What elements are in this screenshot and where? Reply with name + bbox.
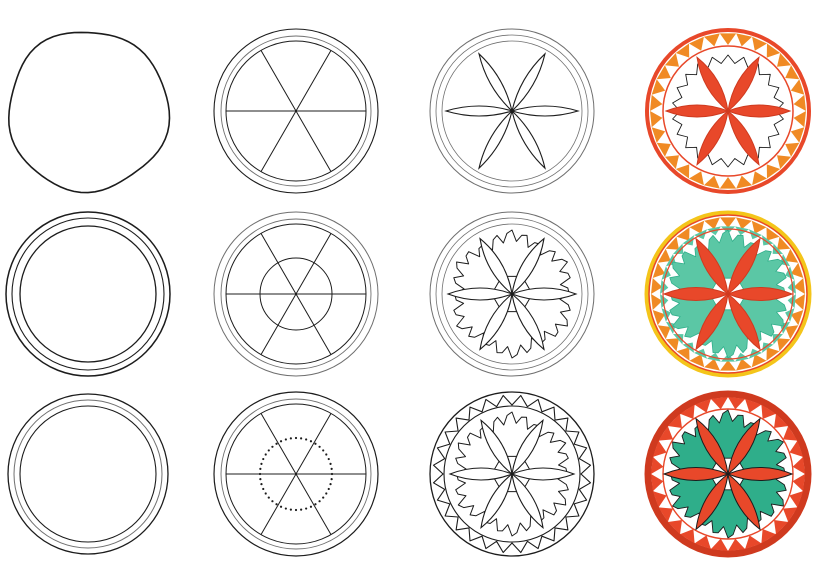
rosette-step-colored-rosette-dark-border bbox=[648, 394, 808, 554]
dot bbox=[328, 488, 330, 490]
dot bbox=[329, 463, 331, 465]
dot bbox=[295, 437, 297, 439]
dot bbox=[275, 503, 277, 505]
petal bbox=[512, 106, 578, 116]
dot bbox=[262, 488, 264, 490]
six-spokes bbox=[226, 413, 366, 534]
rosette-step-outline-circle bbox=[9, 32, 170, 192]
petal bbox=[512, 468, 574, 480]
rosette-step-spokes-dotted-inner-circle bbox=[214, 392, 378, 556]
dot bbox=[285, 438, 287, 440]
inner-ring bbox=[20, 226, 156, 362]
dot bbox=[280, 440, 282, 442]
rosette-step-colored-rosette-green-ground bbox=[647, 213, 809, 375]
dot bbox=[265, 453, 267, 455]
dot bbox=[268, 449, 270, 451]
second-ring bbox=[12, 218, 164, 370]
dot bbox=[314, 503, 316, 505]
dot bbox=[280, 506, 282, 508]
petal bbox=[448, 288, 512, 300]
dot bbox=[318, 500, 320, 502]
dot bbox=[285, 507, 287, 509]
dot bbox=[259, 478, 261, 480]
dot bbox=[318, 446, 320, 448]
petals bbox=[446, 54, 578, 168]
rosette-step-triple-ring bbox=[8, 394, 168, 554]
dot bbox=[322, 449, 324, 451]
petal bbox=[479, 54, 512, 111]
dot bbox=[300, 509, 302, 511]
dot bbox=[329, 483, 331, 485]
dot bbox=[290, 437, 292, 439]
dot bbox=[305, 438, 307, 440]
rosette-step-six-spoke-guides bbox=[214, 29, 378, 193]
petals bbox=[448, 239, 576, 350]
dot bbox=[300, 437, 302, 439]
petal bbox=[446, 106, 512, 116]
six-spokes bbox=[226, 233, 366, 354]
dot bbox=[275, 443, 277, 445]
dot bbox=[325, 453, 327, 455]
dot bbox=[331, 468, 333, 470]
dot bbox=[325, 492, 327, 494]
dot bbox=[262, 458, 264, 460]
petal bbox=[512, 54, 545, 111]
petal bbox=[512, 288, 576, 300]
rosette-step-petals-with-scalloped-ring bbox=[430, 212, 594, 376]
third-ring bbox=[20, 406, 156, 542]
dot bbox=[271, 446, 273, 448]
petal bbox=[450, 468, 512, 480]
outer-ring bbox=[8, 394, 168, 554]
rosette-step-petals-with-zigzag-border bbox=[430, 392, 594, 556]
petal bbox=[479, 111, 512, 168]
dot bbox=[322, 496, 324, 498]
dot bbox=[259, 468, 261, 470]
second-ring bbox=[14, 400, 162, 548]
dot bbox=[331, 478, 333, 480]
dot bbox=[268, 496, 270, 498]
dot bbox=[295, 509, 297, 511]
rosette-step-six-petal-sketch bbox=[430, 29, 594, 193]
petal bbox=[512, 111, 545, 168]
six-spokes bbox=[226, 50, 366, 171]
dot bbox=[290, 509, 292, 511]
dot bbox=[265, 492, 267, 494]
dot bbox=[260, 483, 262, 485]
dot bbox=[314, 443, 316, 445]
dot bbox=[328, 458, 330, 460]
dot bbox=[305, 507, 307, 509]
dot bbox=[310, 440, 312, 442]
dot bbox=[271, 500, 273, 502]
rosette-step-double-ring bbox=[6, 212, 170, 376]
dot bbox=[260, 463, 262, 465]
dot bbox=[310, 506, 312, 508]
outer-ring bbox=[6, 212, 170, 376]
outline-circle bbox=[9, 32, 170, 192]
rosette-step-colored-six-petal-rosette bbox=[647, 30, 809, 192]
rosette-step-spokes-with-inner-circle bbox=[214, 212, 378, 376]
